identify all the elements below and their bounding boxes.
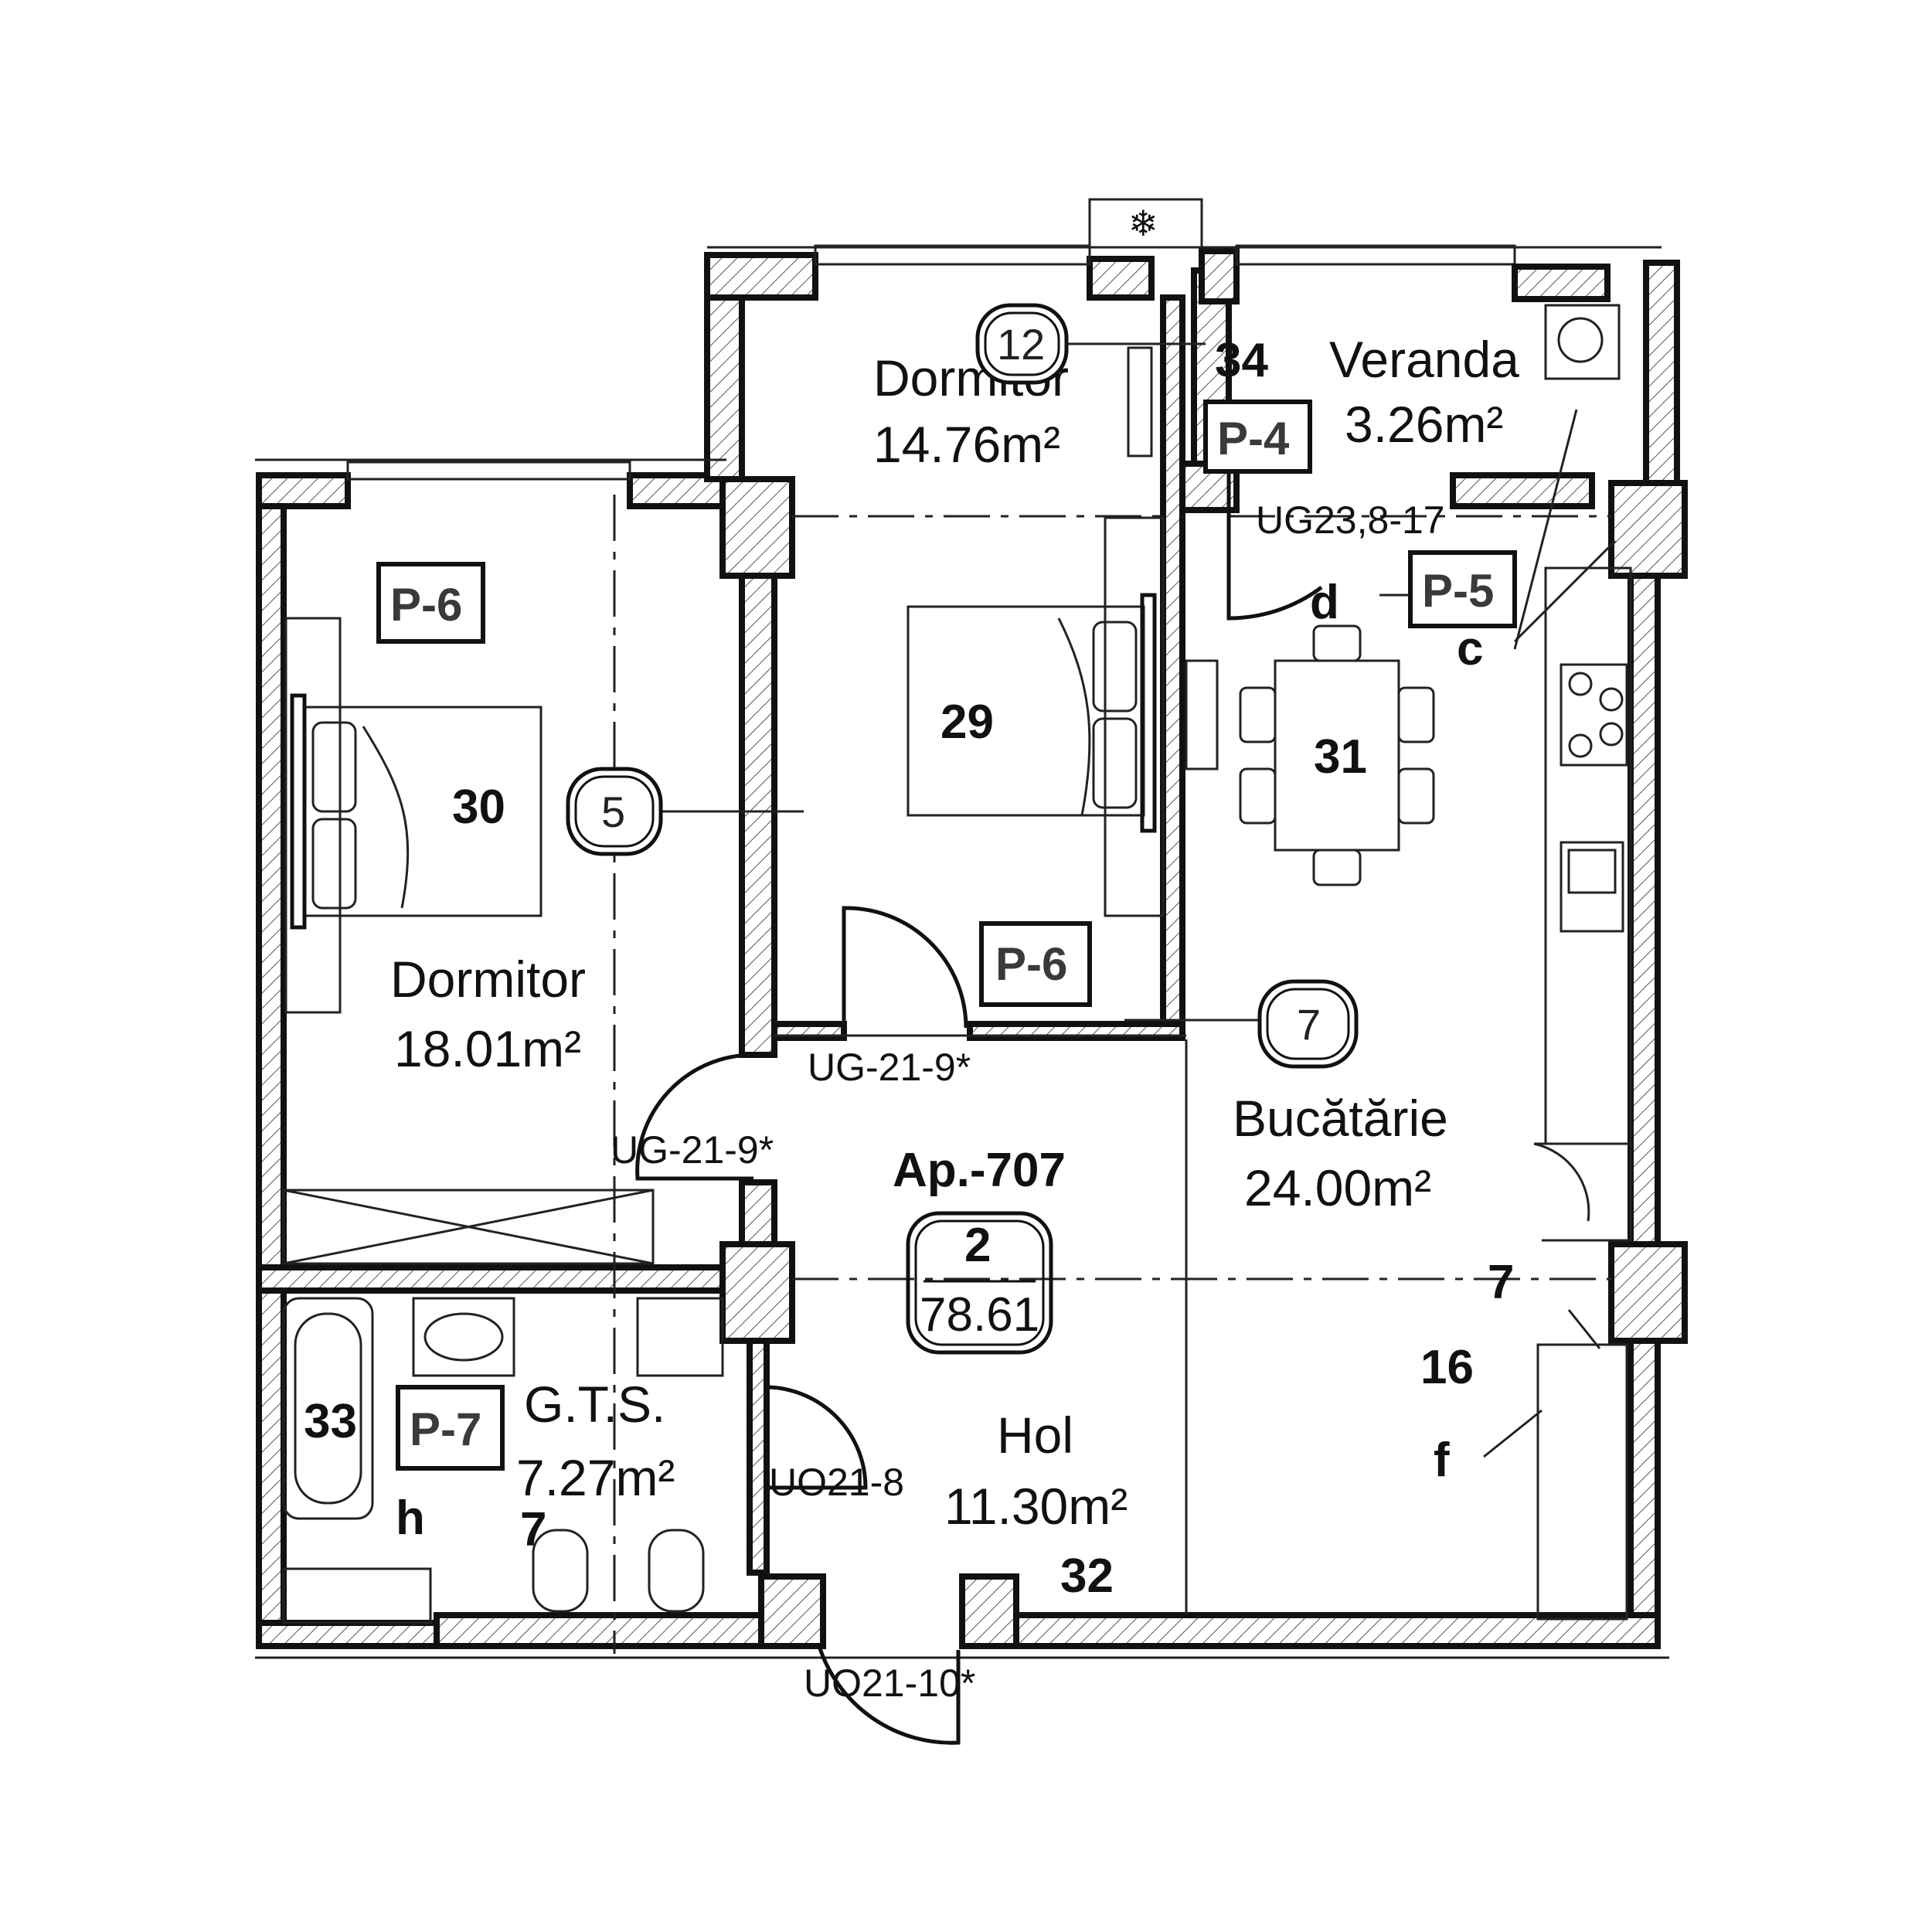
num-31: 31 [1314, 730, 1367, 784]
room-area-dormitor-small: 14.76m² [873, 416, 1060, 473]
room-name-hol: Hol [997, 1406, 1073, 1464]
tag-p7: P-7 [410, 1403, 481, 1455]
door-code-ug21-top: UG-21-9* [808, 1046, 971, 1089]
leader-lines [661, 342, 1617, 1458]
tag-p5: P-5 [1422, 565, 1494, 617]
circle-tags: 12 5 7 [566, 303, 1359, 1069]
tag-p4: P-4 [1217, 413, 1290, 464]
letter-f: f [1434, 1434, 1450, 1487]
partition-tags: P-4 P-5 P-6 P-6 P-7 [376, 400, 1517, 1471]
room-name-dormitor-large: Dormitor [390, 951, 586, 1008]
tag-7: 7 [1297, 1000, 1321, 1049]
num-30: 30 [452, 781, 505, 834]
doors [635, 464, 1632, 1745]
furniture: ❄ [282, 198, 1632, 1624]
tag-p6-large-bedroom: P-6 [390, 579, 462, 631]
apartment-label: Ap.-707 [893, 1144, 1066, 1197]
num-32: 32 [1060, 1549, 1114, 1603]
num-33: 33 [304, 1395, 357, 1448]
room-area-hol: 11.30m² [944, 1478, 1128, 1535]
tag-p6-small-bedroom: P-6 [995, 938, 1067, 990]
furniture-numbers: 29 30 31 32 33 34 7 7 16 [304, 334, 1514, 1603]
walls [255, 244, 1688, 1659]
num-16: 16 [1420, 1341, 1474, 1394]
door-code-uo21-10: UO21-10* [804, 1662, 975, 1705]
room-area-gts: 7.27m² [516, 1449, 675, 1506]
room-name-veranda: Veranda [1329, 331, 1519, 388]
num-34: 34 [1215, 334, 1268, 387]
room-area-dormitor-large: 18.01m² [394, 1020, 581, 1077]
room-area-veranda: 3.26m² [1345, 396, 1503, 453]
room-name-gts: G.T.S. [524, 1376, 665, 1433]
apartment-summary: Ap.-707 2 78.61 [893, 1144, 1066, 1355]
door-code-ug23: UG23,8-17 [1256, 498, 1445, 542]
room-labels: Dormitor 14.76m² Veranda 3.26m² Dormitor… [390, 331, 1519, 1535]
tag-12: 12 [997, 320, 1045, 369]
room-name-bucatarie: Bucătărie [1233, 1090, 1448, 1147]
num-29: 29 [940, 696, 994, 749]
letter-h: h [396, 1492, 425, 1545]
snowflake-icon: ❄ [1128, 203, 1158, 243]
apartment-total-area: 78.61 [920, 1288, 1039, 1342]
num-7-kitchen: 7 [1488, 1256, 1514, 1309]
letter-c: c [1457, 622, 1483, 675]
axis-lines [613, 495, 1611, 1654]
door-codes: UG23,8-17 UG-21-9* UG-21-9* UO21-8 UO21-… [611, 498, 1445, 1705]
tag-5: 5 [601, 787, 625, 836]
letter-markers: c d f h [396, 576, 1483, 1545]
apartment-rooms-count: 2 [964, 1219, 991, 1272]
letter-d: d [1310, 576, 1339, 629]
room-area-bucatarie: 24.00m² [1244, 1159, 1431, 1216]
door-code-ug21-left: UG-21-9* [611, 1128, 774, 1172]
num-7-bath: 7 [520, 1503, 546, 1556]
door-code-uo21-8: UO21-8 [769, 1461, 904, 1504]
